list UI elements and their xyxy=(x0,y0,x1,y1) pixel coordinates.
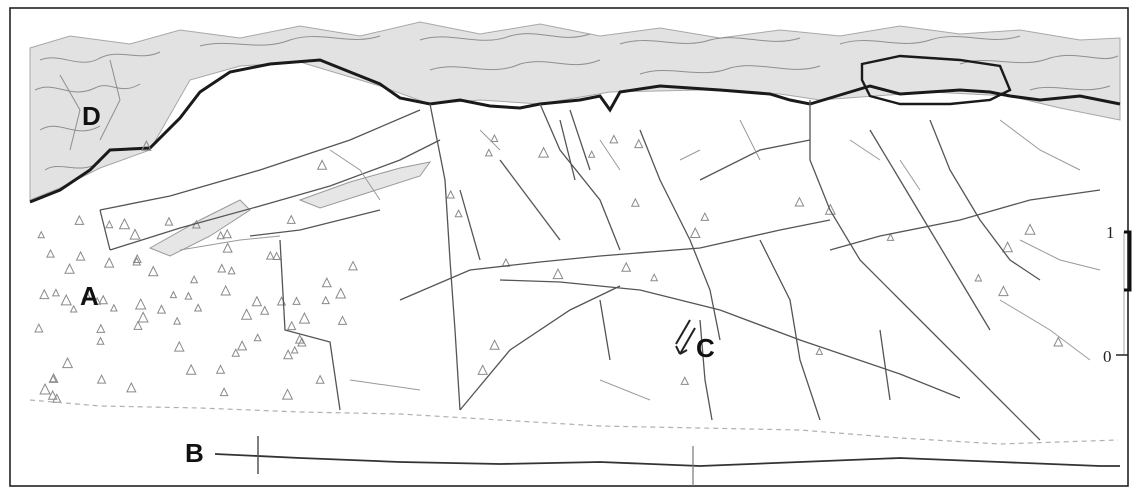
label-c: C xyxy=(696,333,715,363)
scale-bar-bottom-label: 0 xyxy=(1103,347,1112,366)
label-b: B xyxy=(185,438,204,468)
label-d: D xyxy=(82,101,101,131)
label-a: A xyxy=(80,281,99,311)
scale-bar-top-label: 1 xyxy=(1106,223,1115,242)
